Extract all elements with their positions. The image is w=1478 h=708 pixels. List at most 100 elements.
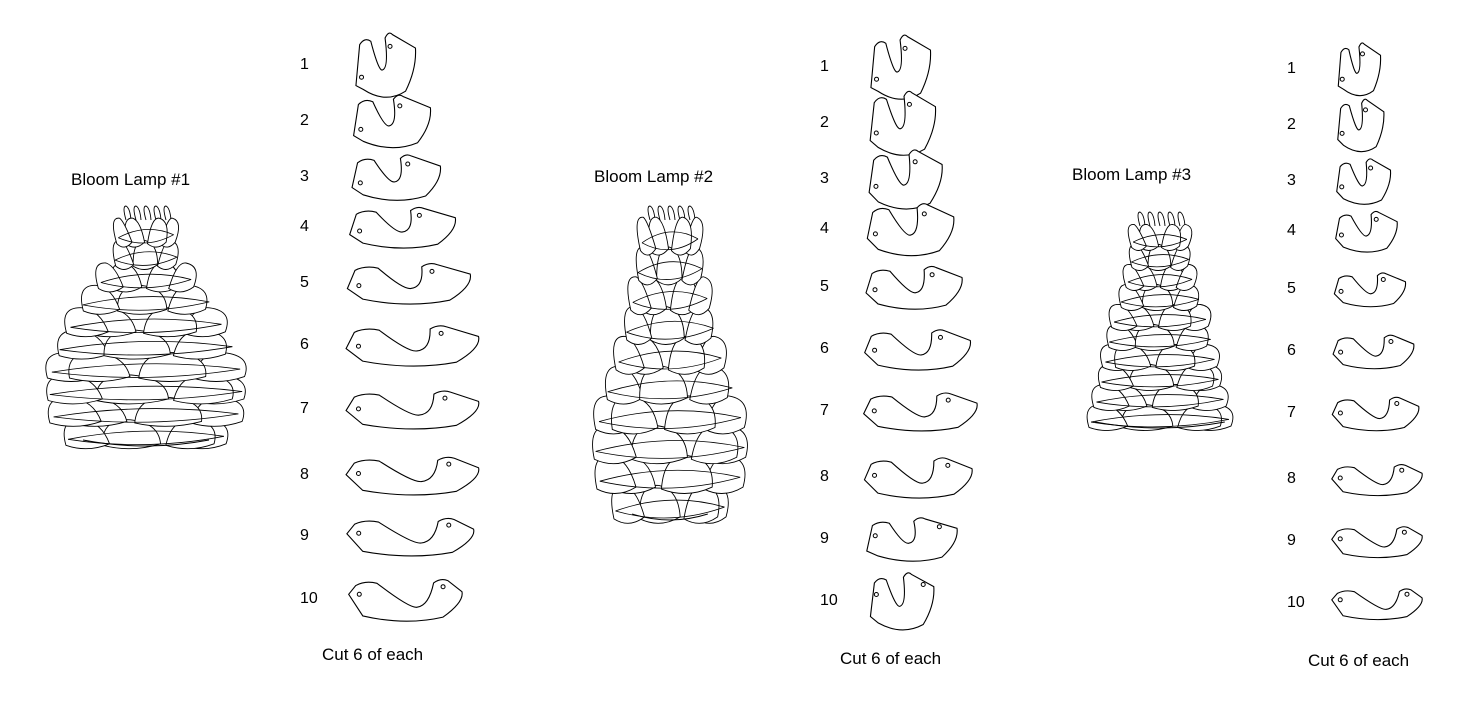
lamp-1-piece-number-7: 7 <box>300 400 309 417</box>
lamp-2-petal <box>624 306 653 345</box>
lamp-1-ring-edge <box>82 301 210 311</box>
lamp-2-petal <box>627 276 652 316</box>
lamp-3-piece-1-hole-b <box>1359 51 1365 57</box>
lamp-1-ring-edge <box>53 413 239 423</box>
lamp-2-crown-petal <box>657 205 666 221</box>
lamp-3-ring-edge <box>1113 318 1207 328</box>
lamp-1-ring-edge <box>100 279 192 289</box>
lamp-3-piece-5-hole-a <box>1338 288 1344 294</box>
lamp-3-ring-edge <box>1096 398 1224 408</box>
lamp-1-piece-number-8: 8 <box>300 466 309 483</box>
lamp-3-piece-3-hole-b <box>1368 165 1374 171</box>
lamp-3-ring-edge <box>1132 238 1188 248</box>
lamp-3-petal <box>1128 244 1150 271</box>
lamp-3-petal <box>1122 264 1145 291</box>
lamp-2-piece-5 <box>865 265 963 310</box>
lamp-1-piece-3-hole-a <box>357 180 363 186</box>
lamp-2-piece-6-hole-a <box>872 347 878 353</box>
lamp-3-piece-number-5: 5 <box>1287 280 1296 297</box>
lamp-1-piece-5 <box>346 263 472 305</box>
lamp-2-ring-edge <box>599 469 741 482</box>
lamp-2-piece-3-hole-b <box>912 159 918 165</box>
lamp-2-piece-number-6: 6 <box>820 340 829 357</box>
lamp-1-piece-2 <box>352 94 432 149</box>
lamp-2-ring-edge <box>615 506 725 519</box>
lamp-1-pieces <box>345 32 480 622</box>
lamp-2-piece-number-7: 7 <box>820 402 829 419</box>
lamp-1-ring-edge <box>70 323 222 334</box>
lamp-1-cut-note: Cut 6 of each <box>322 645 424 664</box>
lamp-3-piece-number-7: 7 <box>1287 404 1296 421</box>
lamp-1-ring-edge <box>70 318 222 328</box>
lamp-2-ring-edge <box>626 320 714 333</box>
lamp-1-ring-edge <box>114 256 178 266</box>
lamp-2-piece-10 <box>869 572 935 631</box>
lamp-3-petal <box>1086 404 1129 431</box>
lamp-2-shade <box>592 205 748 524</box>
lamp-2-piece-number-3: 3 <box>820 170 829 187</box>
lamp-2-ring-edge <box>626 327 714 340</box>
lamp-2-piece-9-hole-a <box>872 533 878 539</box>
lamp-1-piece-6-hole-b <box>438 330 444 336</box>
lamp-2-piece-7-hole-b <box>945 397 951 403</box>
lamp-2-ring-edge <box>632 298 708 310</box>
lamp-2-petal <box>639 485 681 524</box>
lamp-3-piece-8 <box>1331 464 1423 497</box>
lamp-3-ring-edge <box>1113 314 1207 323</box>
lamp-2-ring-edge <box>598 417 742 429</box>
lamp-1-ring-edge <box>68 435 224 446</box>
lamp-2-piece-1-hole-b <box>902 45 908 51</box>
lamp-1-petal <box>172 329 227 360</box>
lamp-1-piece-6 <box>345 325 480 367</box>
lamp-3-ring-edge <box>1120 294 1200 303</box>
lamp-2-piece-10-hole-a <box>873 592 879 597</box>
lamp-1-crown-petal <box>123 205 132 221</box>
lamp-3-shade <box>1086 211 1234 431</box>
lamp-1-ring-edge <box>118 234 174 244</box>
lamp-2-petal <box>592 425 637 465</box>
lamp-2-piece-6 <box>864 329 972 371</box>
lamp-2-piece-3-hole-a <box>873 183 879 189</box>
lamp-3-piece-6 <box>1332 334 1415 370</box>
lamp-2-crown-petal <box>647 205 656 221</box>
lamp-2-ring-edge <box>618 357 722 370</box>
lamp-2-ring-edge <box>599 476 741 489</box>
lamp-3-piece-1 <box>1337 42 1382 97</box>
lamp-1-piece-number-5: 5 <box>300 274 309 291</box>
lamp-3-petal <box>1108 304 1138 331</box>
lamp-1-piece-8-hole-b <box>446 461 452 467</box>
lamp-2-piece-3 <box>868 149 943 210</box>
lamp-2-petal <box>667 336 706 375</box>
lamp-1-piece-1-hole-a <box>359 74 365 80</box>
lamp-2-petal <box>594 455 637 494</box>
lamp-1-piece-7-hole-b <box>442 395 448 401</box>
lamp-3-ring-edge <box>1127 274 1193 283</box>
lamp-3-piece-number-1: 1 <box>1287 60 1296 77</box>
lamp-1-piece-1 <box>355 32 417 98</box>
lamp-3-crown-petal <box>1137 211 1146 227</box>
lamp-3-petal <box>1175 324 1209 351</box>
lamp-2-piece-1 <box>870 34 932 100</box>
lamp-1-piece-2-hole-b <box>397 103 403 109</box>
lamp-2-crown-petal <box>667 205 676 221</box>
lamp-3-piece-9-hole-b <box>1401 529 1407 535</box>
lamp-3-piece-8-hole-b <box>1399 467 1405 473</box>
lamp-1-piece-8 <box>345 456 480 496</box>
lamp-1-piece-10-hole-a <box>356 591 362 597</box>
lamp-3-piece-number-6: 6 <box>1287 342 1296 359</box>
lamp-1-piece-4-hole-a <box>357 228 363 234</box>
lamp-2-ring-edge <box>598 410 742 422</box>
lamp-3-piece-number-10: 10 <box>1287 594 1305 611</box>
lamp-2-piece-number-8: 8 <box>820 468 829 485</box>
lamp-2-piece-number-1: 1 <box>820 58 829 75</box>
lamp-2-petal <box>689 365 730 405</box>
lamp-3-ring-edge <box>1131 258 1189 268</box>
lamp-3-ring-edge <box>1131 254 1189 263</box>
lamp-2-petal <box>604 365 644 405</box>
lamp-2-ring-edge <box>641 231 699 244</box>
lamp-3-ring-edge <box>1105 358 1215 368</box>
lamp-1-piece-10 <box>347 578 463 622</box>
lamp-2-piece-4 <box>866 203 955 257</box>
lamp-1-piece-4 <box>349 206 457 249</box>
